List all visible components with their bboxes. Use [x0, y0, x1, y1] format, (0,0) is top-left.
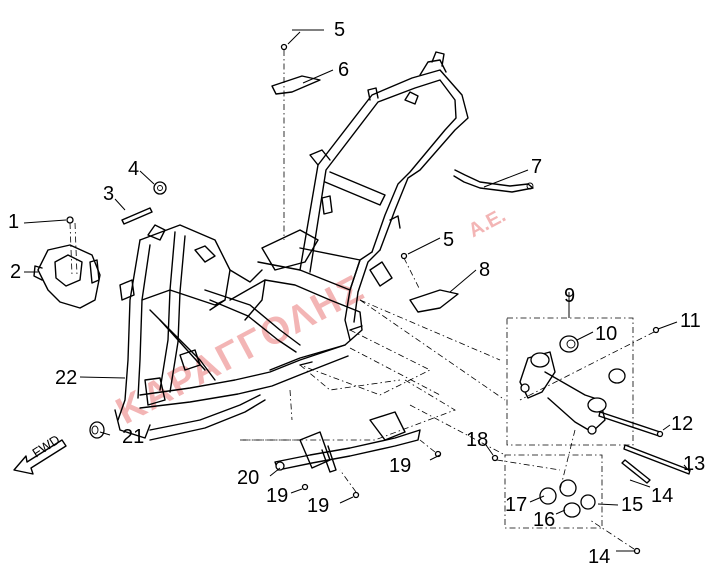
callout-12: 12: [671, 413, 693, 435]
part-7-cable-bracket: [453, 169, 534, 193]
callout-7: 7: [531, 156, 542, 178]
callout-14-lower: 14: [588, 546, 610, 568]
assembly-guides: [240, 299, 576, 493]
part-19-bolt-left: [301, 483, 309, 491]
callout-14-upper: 14: [651, 485, 673, 507]
callout-19-right: 19: [389, 455, 411, 477]
watermark-suffix: Α.Ε.: [465, 205, 510, 243]
part-1-bolt: [66, 216, 74, 224]
callout-13: 13: [683, 453, 705, 475]
callout-20: 20: [237, 467, 259, 489]
part-10-bushing: [559, 335, 579, 353]
part-6-plate: [271, 75, 321, 95]
callout-4: 4: [128, 158, 139, 180]
callout-22: 22: [55, 367, 77, 389]
part-13-bolt: [623, 444, 691, 475]
callout-8: 8: [479, 259, 490, 281]
callout-19-middle: 19: [307, 495, 329, 517]
callout-5-side: 5: [443, 229, 454, 251]
leader-lines: [23, 29, 691, 552]
part-1-alignment-line: [69, 222, 78, 276]
callout-labels: 1 2 3 4 5 6 5 7 8 9 10 11 12 13 14 14 15…: [8, 19, 705, 568]
part-11-bolt: [652, 326, 660, 334]
part-19-bolt-middle: [352, 491, 360, 499]
forward-label: FWD: [29, 432, 62, 461]
callout-9: 9: [564, 285, 575, 307]
part-12-bolt: [598, 411, 661, 437]
part-20-center-stand: [274, 411, 421, 473]
part-8-plate: [409, 289, 459, 313]
callout-10: 10: [595, 323, 617, 345]
callout-15: 15: [621, 494, 643, 516]
callout-16: 16: [533, 509, 555, 531]
callout-11: 11: [680, 310, 701, 332]
callout-1: 1: [8, 211, 19, 233]
part-5-top-bolt: [280, 43, 288, 51]
forward-direction-indicator: FWD: [13, 432, 67, 475]
part-9-engine-hanger: [506, 317, 634, 446]
callout-17: 17: [505, 494, 527, 516]
part-9-bushing-2: [608, 368, 626, 384]
part-2-front-bracket: [33, 244, 101, 309]
part-14-bolt-lower: [633, 547, 641, 555]
part-15-bushing-set: [504, 454, 603, 529]
part-5-side-bolt: [400, 252, 408, 260]
callout-6: 6: [338, 59, 349, 81]
forward-arrow-icon: [13, 439, 67, 475]
part-4-nut: [153, 181, 167, 195]
part-3-pin: [121, 207, 153, 225]
callout-2: 2: [10, 261, 21, 283]
part-21-cap: [89, 421, 105, 439]
callout-19-left: 19: [266, 485, 288, 507]
part-18-washer: [491, 454, 499, 462]
callout-21: 21: [122, 426, 144, 448]
callout-3: 3: [103, 183, 114, 205]
part-14-bolt-upper: [621, 459, 651, 484]
main-frame: [114, 51, 469, 441]
callout-5-top: 5: [334, 19, 345, 41]
callout-18: 18: [466, 429, 488, 451]
